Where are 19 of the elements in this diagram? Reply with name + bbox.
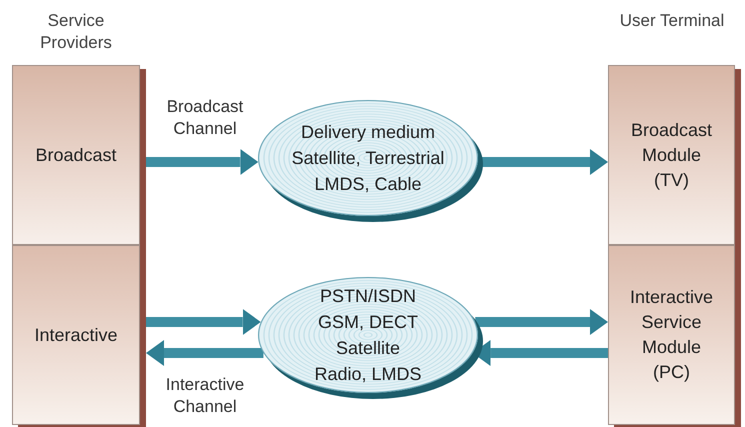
medium-text: Satellite, Terrestrial bbox=[292, 147, 444, 170]
arrow bbox=[146, 340, 264, 366]
medium-text: GSM, DECT bbox=[318, 311, 418, 334]
medium-text: Radio, LMDS bbox=[314, 363, 422, 386]
medium-text: Satellite bbox=[336, 337, 400, 360]
box-text: Interactive Service Module bbox=[628, 286, 714, 359]
box-text: Broadcast bbox=[34, 144, 118, 166]
box-text: Interactive bbox=[33, 324, 119, 346]
medium-text: Delivery medium bbox=[300, 121, 436, 144]
column-heading: Service Providers bbox=[39, 10, 113, 54]
box-text: (PC) bbox=[652, 361, 691, 384]
box-text: (TV) bbox=[653, 168, 690, 192]
medium-text: LMDS, Cable bbox=[314, 173, 422, 196]
arrow bbox=[146, 309, 261, 335]
arrow bbox=[475, 309, 608, 335]
column-heading: User Terminal bbox=[618, 10, 726, 32]
arrow bbox=[146, 149, 258, 175]
medium-text: PSTN/ISDN bbox=[320, 285, 416, 308]
box-text: Broadcast Module bbox=[630, 118, 714, 166]
